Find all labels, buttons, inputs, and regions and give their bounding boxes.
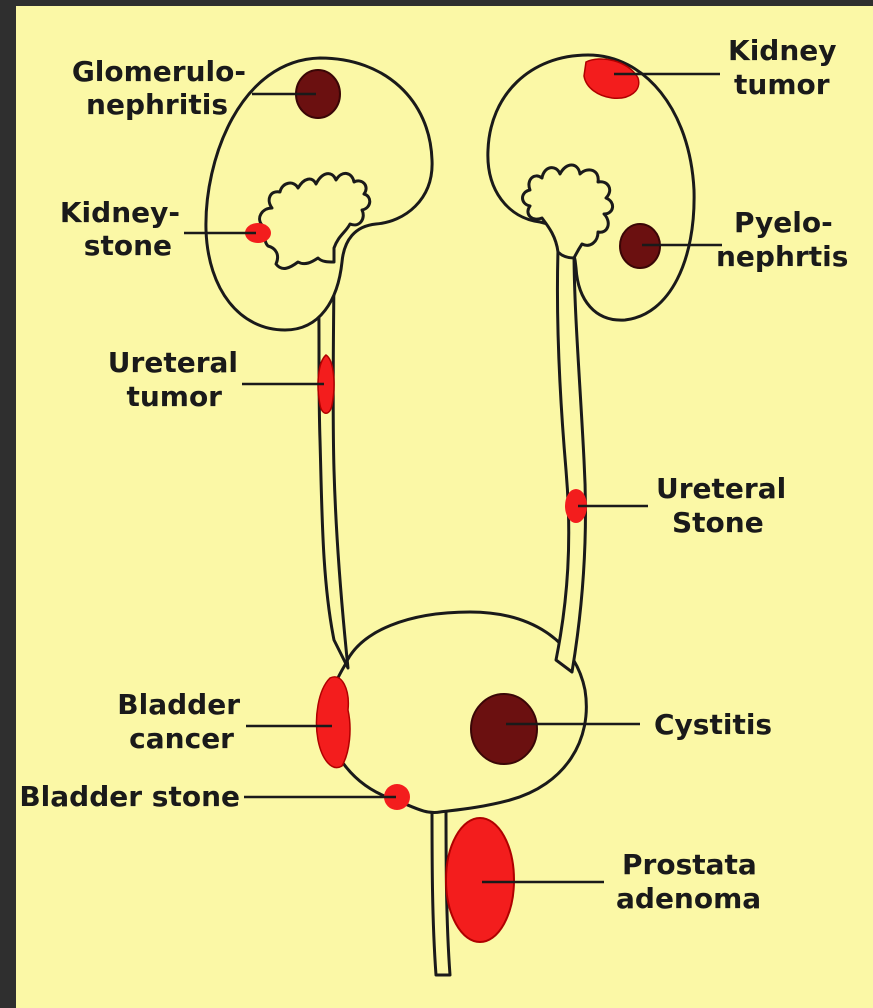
- label-glomerulonephritis-1: Glomerulo-: [72, 55, 246, 88]
- label-bladder-cancer-2: cancer: [129, 722, 234, 755]
- label-cystitis: Cystitis: [654, 708, 772, 741]
- label-kidney-stone-2: stone: [84, 229, 172, 262]
- label-bladder-cancer-1: Bladder: [117, 688, 240, 721]
- label-kidney-stone-1: Kidney-: [60, 196, 180, 229]
- right-ureter: [556, 250, 586, 672]
- label-ureteral-tumor-1: Ureteral: [108, 346, 238, 379]
- label-kidney-tumor-2: tumor: [734, 68, 830, 101]
- left-ureter: [318, 255, 348, 668]
- label-ureteral-stone-2: Stone: [672, 506, 764, 539]
- label-ureteral-tumor-2: tumor: [126, 380, 222, 413]
- label-prostata-adenoma-2: adenoma: [616, 882, 761, 915]
- label-ureteral-stone-1: Ureteral: [656, 472, 786, 505]
- label-pyelonephritis-1: Pyelo-: [734, 206, 833, 239]
- label-bladder-stone: Bladder stone: [19, 780, 240, 813]
- lesion-prostata-adenoma: [446, 818, 514, 942]
- lesion-cystitis: [471, 694, 537, 764]
- label-kidney-tumor-1: Kidney: [728, 34, 837, 67]
- label-prostata-adenoma-1: Prostata: [622, 848, 757, 881]
- lesion-bladder-cancer: [317, 677, 351, 768]
- label-pyelonephritis-2: nephrtis: [716, 240, 848, 273]
- label-glomerulonephritis-2: nephritis: [86, 88, 228, 121]
- bladder: [327, 612, 587, 813]
